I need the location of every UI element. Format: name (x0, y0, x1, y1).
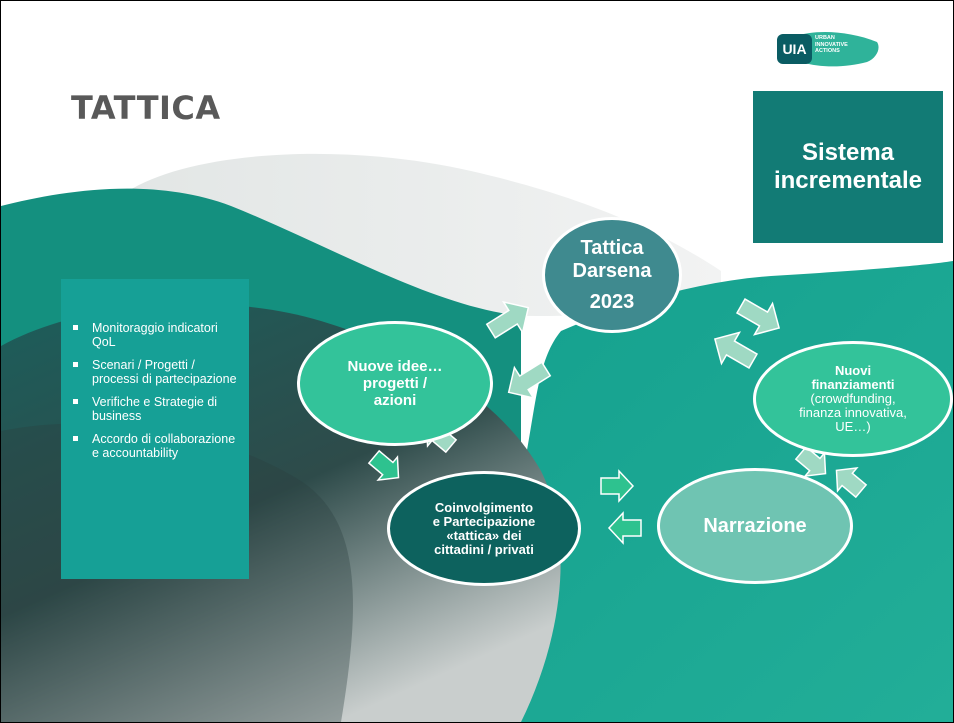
cycle-node-coinvolgimento: Coinvolgimento e Partecipazione «tattica… (387, 471, 581, 586)
arrow-icon (607, 511, 642, 545)
node-line: finanziamenti (811, 377, 895, 392)
cycle-node-nuove-idee: Nuove idee… progetti / azioni (297, 321, 493, 446)
arrow-icon (600, 469, 635, 503)
arrow-icon (735, 298, 781, 336)
activities-list: Monitoraggio indicatori QoL Scenari / Pr… (61, 279, 249, 460)
node-line: Tattica (580, 236, 644, 259)
node-line: e Partecipazione (432, 513, 536, 529)
arrow-icon (485, 300, 530, 339)
node-line: Coinvolgimento (434, 499, 534, 515)
node-line: Nuovi (834, 363, 872, 378)
node-line: «tattica» dei (446, 527, 522, 543)
logo-tagline: URBAN INNOVATIVE ACTIONS (815, 35, 848, 54)
arrow-icon (835, 466, 868, 499)
sistema-line2: incrementale (773, 167, 923, 194)
node-line: UE…) (835, 419, 871, 434)
node-line: cittadini / privati (434, 541, 534, 557)
list-item: Monitoraggio indicatori QoL (73, 321, 239, 349)
node-line: finanza innovativa, (799, 405, 907, 420)
node-line: Nuove idee… (347, 358, 443, 375)
cycle-node-nuovi-finanziamenti: Nuovi finanziamenti (crowdfunding, finan… (753, 341, 953, 457)
node-line: Darsena (572, 259, 652, 282)
list-item: Verifiche e Strategie di business (73, 395, 239, 423)
arrow-icon (367, 449, 400, 482)
node-line: progetti / (362, 375, 428, 392)
sistema-incrementale-box: Sistema incrementale (753, 91, 943, 243)
arrow-icon (794, 445, 827, 478)
uia-logo: UIA URBAN INNOVATIVE ACTIONS (777, 28, 881, 70)
slide-title: TATTICA (71, 89, 221, 127)
node-line: (crowdfunding, (810, 391, 896, 406)
list-item: Accordo di collaborazione e accountabili… (73, 432, 239, 460)
logo-badge: UIA (777, 34, 812, 64)
node-line: azioni (373, 392, 417, 409)
cycle-node-narrazione: Narrazione (657, 468, 853, 584)
activities-panel: Monitoraggio indicatori QoL Scenari / Pr… (61, 279, 249, 579)
arrow-icon (507, 361, 552, 400)
arrow-icon (713, 331, 759, 369)
cycle-node-tattica-darsena: Tattica Darsena 2023 (542, 217, 682, 333)
list-item: Scenari / Progetti / processi di parteci… (73, 358, 239, 386)
node-label: Narrazione (703, 514, 807, 537)
node-year: 2023 (589, 290, 635, 313)
sistema-line1: Sistema (801, 139, 895, 166)
